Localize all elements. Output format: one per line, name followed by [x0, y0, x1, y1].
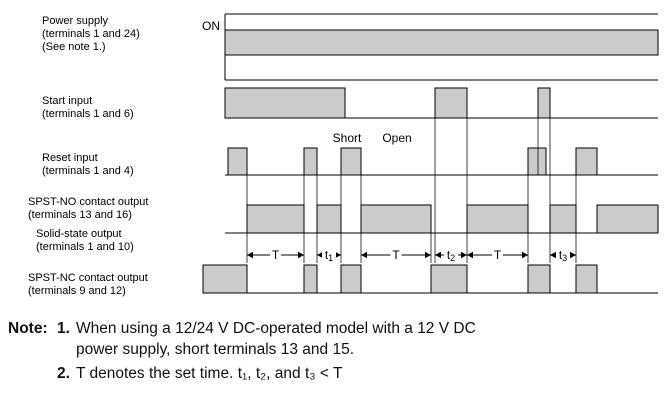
- band-reset-input: [575, 147, 598, 176]
- marker-arrow-left: [317, 251, 323, 259]
- signal-label-reset-input: Reset input: [42, 152, 98, 164]
- on-label: ON: [202, 19, 220, 33]
- note-2-text: T denotes the set time. t₁, t₂, and t₃ <…: [76, 365, 343, 382]
- band-spst-nc-contact-output: [303, 264, 318, 294]
- marker-label-bg: [390, 248, 402, 262]
- marker-arrow-left: [361, 251, 367, 259]
- note-2-number: 2.: [57, 365, 70, 382]
- marker-label-bg: [322, 248, 336, 262]
- signal-label-spst-no-contact-output: (terminals 13 and 16): [28, 209, 132, 221]
- annotation-open: Open: [382, 131, 411, 145]
- marker-label: t1: [325, 248, 333, 263]
- signal-label-start-input: Start input: [42, 95, 92, 107]
- signal-label-solid-state-output: Solid-state output: [36, 228, 122, 240]
- annotation-short: Short: [333, 131, 362, 145]
- marker-arrow-right: [522, 251, 528, 259]
- band-start-input: [537, 87, 551, 119]
- band-power-supply: [224, 29, 659, 56]
- signal-label-spst-nc-contact-output: (terminals 9 and 12): [28, 285, 126, 297]
- band-spst-nc-contact-output: [340, 264, 362, 294]
- signal-label-power-supply: Power supply: [42, 15, 109, 27]
- band-spst-no-contact-output: [596, 204, 659, 234]
- timing-diagram: Power supply(terminals 1 and 24)(See not…: [28, 13, 659, 297]
- signal-label-reset-input: (terminals 1 and 4): [42, 165, 134, 177]
- marker-label-bg: [492, 248, 503, 262]
- band-reset-input: [340, 147, 362, 176]
- marker-arrow-left: [550, 251, 556, 259]
- band-spst-no-contact-output: [549, 204, 577, 234]
- marker-arrow-right: [461, 251, 467, 259]
- marker-label: T: [392, 248, 400, 262]
- band-spst-nc-contact-output: [527, 264, 551, 294]
- marker-label: T: [272, 248, 280, 262]
- marker-label-bg: [270, 248, 281, 262]
- band-reset-input: [303, 147, 318, 176]
- band-spst-nc-contact-output: [575, 264, 598, 294]
- notes-section: Note: 1. When using a 12/24 V DC-operate…: [0, 304, 666, 384]
- note-1-text: When using a 12/24 V DC-operated model w…: [76, 320, 476, 358]
- signal-label-power-supply: (See note 1.): [42, 41, 106, 53]
- marker-label-bg: [444, 248, 458, 262]
- marker-arrow-right: [298, 251, 304, 259]
- marker-arrow-right: [335, 251, 341, 259]
- signal-label-spst-no-contact-output: SPST-NO contact output: [28, 196, 148, 208]
- band-start-input: [224, 87, 346, 119]
- signal-label-start-input: (terminals 1 and 6): [42, 108, 134, 120]
- marker-label: T: [494, 248, 502, 262]
- note-heading: Note:: [8, 320, 48, 337]
- note-item-1: Note: 1. When using a 12/24 V DC-operate…: [8, 318, 656, 360]
- band-reset-input: [527, 147, 547, 176]
- signal-label-power-supply: (terminals 1 and 24): [42, 28, 140, 40]
- marker-arrow-left: [435, 251, 441, 259]
- signal-label-solid-state-output: (terminals 1 and 10): [36, 241, 134, 253]
- marker-label-bg: [556, 248, 570, 262]
- band-start-input: [434, 87, 468, 119]
- band-spst-no-contact-output: [360, 204, 432, 234]
- timing-diagram-svg: Power supply(terminals 1 and 24)(See not…: [28, 13, 659, 297]
- band-spst-nc-contact-output: [430, 264, 468, 294]
- band-spst-no-contact-output: [316, 204, 342, 234]
- band-reset-input: [227, 147, 248, 176]
- marker-label: t3: [559, 248, 567, 263]
- note-1-number: 1.: [57, 320, 70, 337]
- marker-arrow-left: [467, 251, 473, 259]
- marker-label: t2: [447, 248, 455, 263]
- signal-label-spst-nc-contact-output: SPST-NC contact output: [28, 272, 148, 284]
- marker-arrow-left: [247, 251, 253, 259]
- marker-arrow-right: [570, 251, 576, 259]
- band-spst-no-contact-output: [466, 204, 529, 234]
- band-spst-nc-contact-output: [202, 264, 248, 294]
- band-spst-no-contact-output: [246, 204, 305, 234]
- note-item-2: 2. T denotes the set time. t₁, t₂, and t…: [57, 363, 656, 384]
- marker-arrow-right: [425, 251, 431, 259]
